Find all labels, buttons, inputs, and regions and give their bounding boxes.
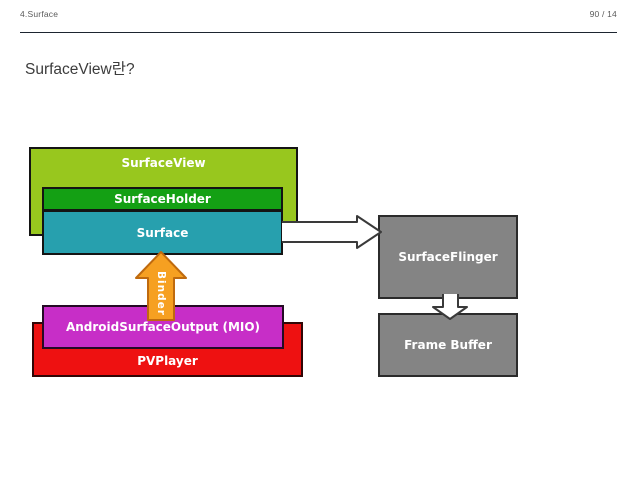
box-surfaceview-label: SurfaceView — [121, 156, 206, 170]
box-androidsurfaceoutput-label: AndroidSurfaceOutput (MIO) — [65, 320, 261, 334]
box-surface-label: Surface — [136, 225, 189, 240]
box-surfaceflinger-label: SurfaceFlinger — [398, 250, 498, 264]
header-divider — [20, 32, 617, 33]
header-section-label: 4.Surface — [20, 9, 59, 19]
box-pvplayer-label: PVPlayer — [137, 354, 198, 368]
binder-arrow-label: Binder — [155, 270, 167, 316]
box-framebuffer: Frame Buffer — [378, 313, 518, 377]
box-surface: Surface — [42, 210, 283, 255]
box-surfaceholder: SurfaceHolder — [42, 187, 283, 211]
header-page-indicator: 90 / 14 — [589, 9, 617, 19]
box-surfaceflinger: SurfaceFlinger — [378, 215, 518, 299]
box-framebuffer-label: Frame Buffer — [404, 338, 492, 352]
slide-title: SurfaceView란? — [25, 61, 135, 78]
box-surfaceholder-label: SurfaceHolder — [114, 192, 211, 206]
